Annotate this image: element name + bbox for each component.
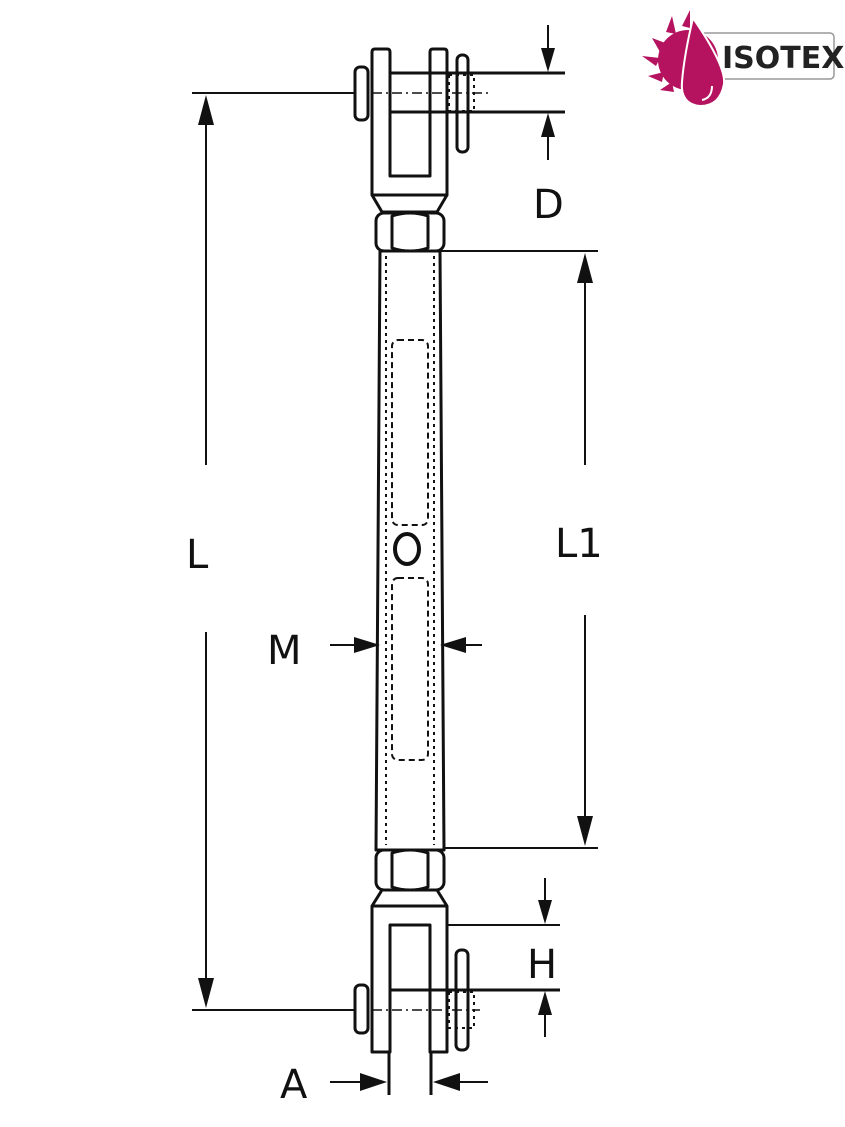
arrowheads <box>198 48 593 1091</box>
svg-text:ISOTEX: ISOTEX <box>722 41 844 76</box>
top-nut <box>374 211 446 253</box>
label-d: D <box>533 182 564 228</box>
label-a: A <box>280 1062 308 1108</box>
label-l: L <box>186 532 209 578</box>
dimension-lines <box>205 25 586 1083</box>
turnbuckle-body <box>374 249 446 852</box>
label-m: M <box>267 628 302 674</box>
drop-icon <box>680 15 726 108</box>
isotex-logo: ISOTEX <box>642 10 844 108</box>
sight-hole <box>393 532 421 566</box>
bottom-nut <box>374 848 446 892</box>
label-l1: L1 <box>555 521 603 567</box>
label-h: H <box>527 942 557 988</box>
bottom-fork <box>353 889 560 1095</box>
